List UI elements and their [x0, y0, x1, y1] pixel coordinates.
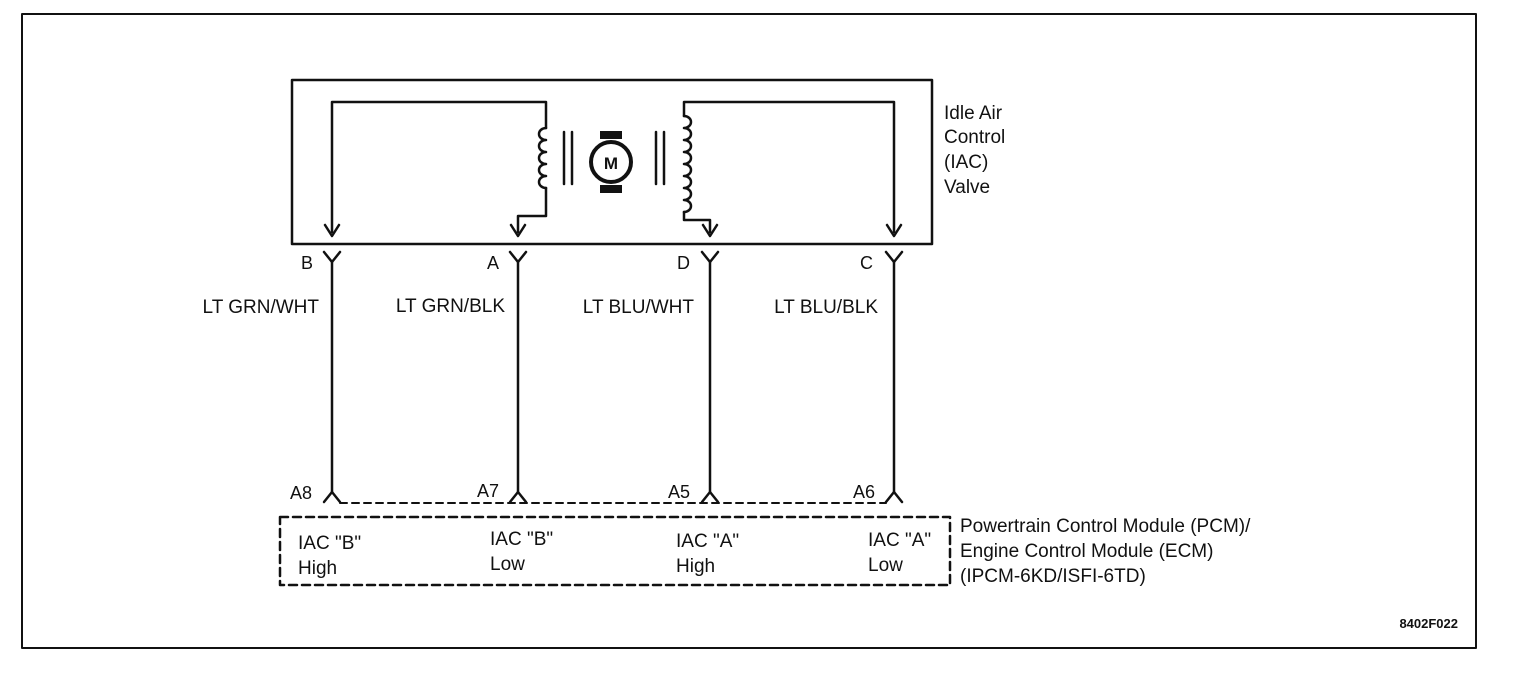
- winding-b-wire: [330, 100, 548, 234]
- module-pin-label: A7: [477, 481, 499, 501]
- module-pin-label: A8: [290, 483, 312, 503]
- arrow-icon: [323, 223, 341, 238]
- module-signal-label: IAC "B": [298, 533, 361, 554]
- figure-code: 8402F022: [1399, 616, 1458, 631]
- winding-a-wire: [516, 186, 548, 234]
- module-name-line: Engine Control Module (ECM): [960, 541, 1213, 562]
- connector-icon: [508, 490, 528, 504]
- coil-b-icon: [537, 126, 548, 190]
- connector-icon: [884, 250, 904, 264]
- component-name: Idle Air Control (IAC) Valve: [944, 103, 1005, 198]
- connector-icon: [322, 250, 342, 264]
- connector-icon: [700, 490, 720, 504]
- iac-valve-housing: [290, 78, 934, 246]
- wire-color-label: LT BLU/BLK: [774, 297, 878, 318]
- module-signal-label: IAC "A": [676, 531, 739, 552]
- iac-valve-windings: [330, 100, 896, 234]
- module-pin-label: A6: [853, 482, 875, 502]
- valve-connectors: [322, 250, 904, 264]
- valve-pin-label: D: [677, 253, 690, 273]
- arrow-icon: [885, 223, 903, 238]
- connector-icon: [884, 490, 904, 504]
- connector-icon: [700, 250, 720, 264]
- harness-wires: [330, 260, 896, 494]
- wire-color-label: LT GRN/BLK: [396, 296, 505, 317]
- motor-symbol-label: M: [604, 154, 618, 173]
- module-name-line: (IPCM-6KD/ISFI-6TD): [960, 566, 1146, 587]
- valve-pin-label: A: [487, 253, 499, 273]
- module-signal-label: High: [298, 558, 337, 579]
- component-name-line: Valve: [944, 177, 990, 198]
- component-name-line: Idle Air: [944, 103, 1003, 124]
- figure-frame: [21, 13, 1477, 649]
- module-signal-label: IAC "A": [868, 530, 931, 551]
- pcm-ecm-module-box: [278, 515, 952, 587]
- module-signal-label: Low: [868, 555, 903, 576]
- wire-color-label: LT BLU/WHT: [583, 297, 695, 318]
- module-signal-label: IAC "B": [490, 529, 553, 550]
- module-connectors: [322, 490, 904, 504]
- connector-icon: [322, 490, 342, 504]
- connector-icon: [508, 250, 528, 264]
- module-signal-label: High: [676, 556, 715, 577]
- module-pin-label: A5: [668, 482, 690, 502]
- winding-c-wire: [682, 100, 896, 234]
- component-name-line: (IAC): [944, 152, 988, 173]
- component-name-line: Control: [944, 127, 1005, 148]
- coil-a-icon: [682, 114, 693, 214]
- module-signal-label: Low: [490, 554, 525, 575]
- terminal-arrows: [323, 223, 903, 238]
- wire-color-label: LT GRN/WHT: [203, 297, 320, 318]
- winding-d-wire: [682, 210, 712, 234]
- valve-pin-label: C: [860, 253, 873, 273]
- motor-icon: M: [589, 131, 633, 193]
- valve-pin-label: B: [301, 253, 313, 273]
- module-name-line: Powertrain Control Module (PCM)/: [960, 516, 1251, 537]
- arrow-icon: [509, 223, 527, 238]
- arrow-icon: [701, 223, 719, 238]
